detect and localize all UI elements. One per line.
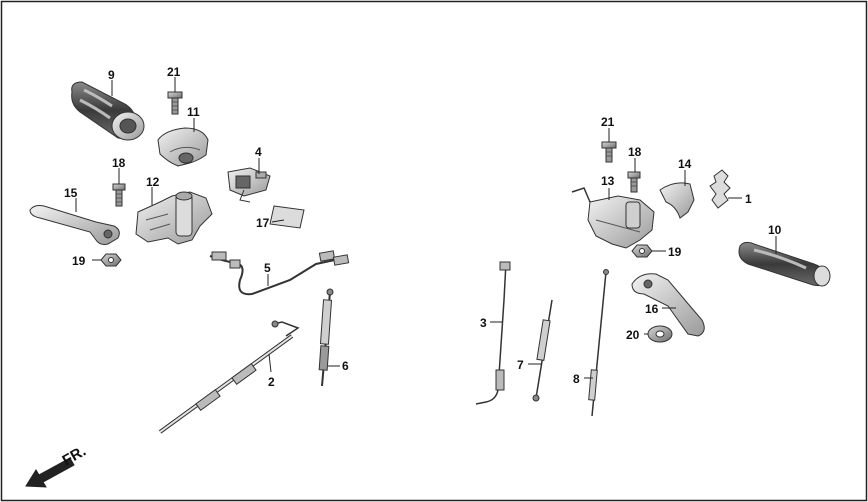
callout-19-left: 19 bbox=[72, 254, 86, 268]
part-12-lever-bracket bbox=[135, 191, 213, 245]
part-20-cam bbox=[647, 325, 673, 343]
part-16-right-lever bbox=[631, 273, 705, 337]
part-9-left-grip bbox=[71, 81, 145, 141]
callout-4: 4 bbox=[255, 145, 262, 159]
part-1-clip bbox=[709, 169, 731, 209]
callout-21-left: 21 bbox=[167, 65, 181, 79]
callout-16: 16 bbox=[645, 302, 659, 316]
callout-18-left: 18 bbox=[112, 156, 126, 170]
callout-11: 11 bbox=[187, 105, 200, 119]
callout-3: 3 bbox=[480, 316, 487, 330]
callout-15: 15 bbox=[64, 186, 78, 200]
part-10-right-grip bbox=[738, 241, 831, 287]
part-6-cable bbox=[318, 288, 334, 387]
part-7-cable bbox=[532, 299, 553, 402]
callout-5: 5 bbox=[264, 261, 271, 275]
part-2-long-cable bbox=[158, 320, 300, 434]
callout-19-right: 19 bbox=[668, 245, 682, 259]
part-19-right-nut bbox=[631, 244, 653, 258]
part-3-cable bbox=[475, 261, 511, 405]
part-4-switch bbox=[227, 167, 271, 203]
part-8-cable bbox=[588, 269, 609, 417]
part-18-right-screw bbox=[627, 171, 641, 193]
callout-20: 20 bbox=[626, 328, 640, 342]
callout-18-right: 18 bbox=[628, 145, 642, 159]
part-14-bracket bbox=[659, 182, 695, 219]
callout-10: 10 bbox=[768, 223, 782, 237]
part-19-left-nut bbox=[100, 253, 122, 267]
callout-6: 6 bbox=[342, 359, 349, 373]
front-direction-arrow-icon bbox=[25, 457, 75, 488]
callout-1: 1 bbox=[745, 192, 752, 206]
part-17-pad bbox=[269, 205, 305, 229]
callout-21-right: 21 bbox=[601, 115, 615, 129]
part-11-clamp-cap bbox=[157, 127, 209, 167]
callout-17: 17 bbox=[256, 216, 270, 230]
callout-7: 7 bbox=[517, 358, 524, 372]
callout-14: 14 bbox=[678, 157, 692, 171]
part-15-left-lever bbox=[29, 205, 120, 245]
part-13-right-housing bbox=[571, 187, 655, 249]
callout-13: 13 bbox=[601, 174, 615, 188]
callout-8: 8 bbox=[573, 372, 580, 386]
callout-9: 9 bbox=[108, 68, 115, 82]
leader-lines bbox=[75, 77, 777, 379]
callout-12: 12 bbox=[146, 175, 160, 189]
part-5-switch-wire bbox=[209, 250, 350, 296]
callout-2: 2 bbox=[268, 375, 275, 389]
